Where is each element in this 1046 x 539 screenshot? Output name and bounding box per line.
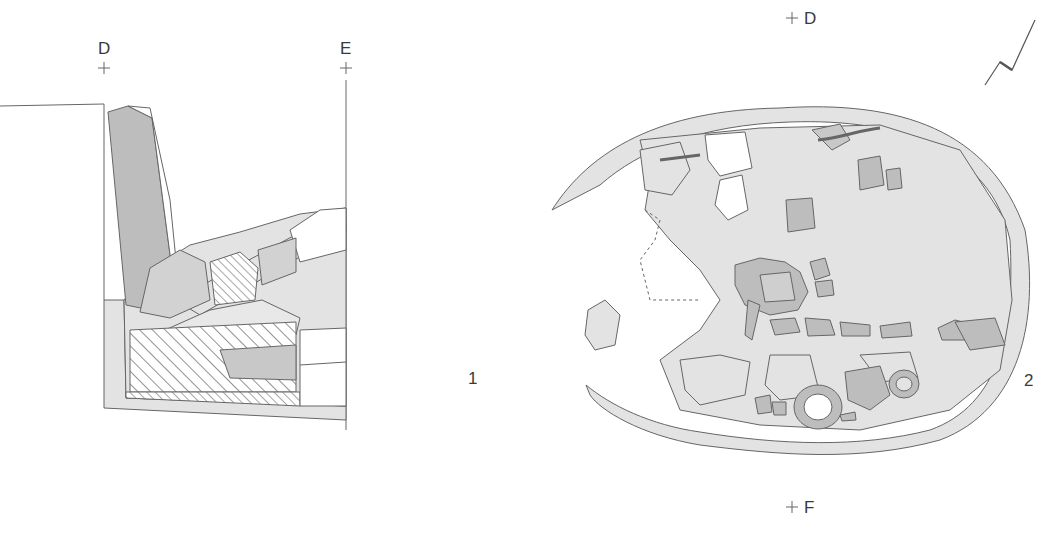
section-letter: 2 bbox=[1024, 372, 1033, 389]
section-letter: E bbox=[340, 40, 351, 57]
section-letter: 1 bbox=[468, 370, 477, 387]
section-letter: D bbox=[98, 40, 110, 57]
section-drawing bbox=[0, 62, 352, 430]
section-letter: F bbox=[804, 499, 814, 516]
section-letter: D bbox=[804, 10, 816, 27]
plan-drawing bbox=[552, 12, 1035, 513]
